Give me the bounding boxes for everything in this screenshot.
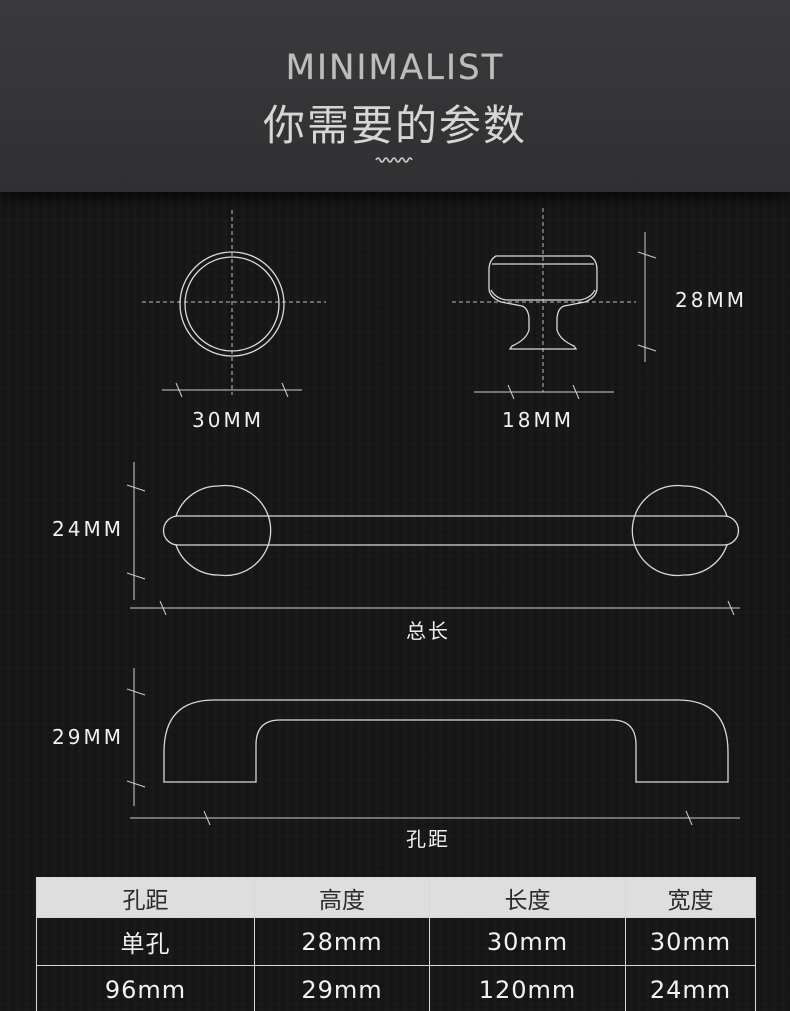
table-row: 96mm 29mm 120mm 24mm: [36, 965, 756, 1011]
total-length-label: 总长: [406, 619, 450, 643]
knob-side-view-drawing: [452, 208, 657, 400]
bar-width-label: 24MM: [52, 517, 124, 541]
table-cell: 24mm: [625, 965, 756, 1011]
table-cell: 30mm: [625, 917, 756, 966]
knob-height-label: 28MM: [675, 288, 747, 312]
bar-handle-drawing: [126, 462, 740, 616]
u-handle-drawing: [126, 668, 740, 826]
table-cell: 96mm: [36, 965, 255, 1011]
knob-diameter-label: 30MM: [192, 408, 264, 432]
wood-texture-background: [0, 192, 790, 1011]
table-cell: 单孔: [36, 917, 255, 966]
header-height: 高度: [254, 877, 430, 918]
table-cell: 30mm: [429, 917, 626, 966]
knob-top-view-drawing: [142, 210, 326, 398]
table-cell: 28mm: [254, 917, 430, 966]
knob-base-label: 18MM: [502, 408, 574, 432]
title-english: MINIMALIST: [285, 47, 505, 89]
header-width: 宽度: [625, 877, 756, 918]
spec-table: 孔距 高度 长度 宽度 单孔 28mm 30mm 30mm 96mm 29mm …: [36, 877, 756, 1011]
hole-distance-label: 孔距: [406, 827, 450, 851]
table-row: 单孔 28mm 30mm 30mm: [36, 917, 756, 966]
table-cell: 29mm: [254, 965, 430, 1011]
title-chinese: 你需要的参数: [262, 101, 527, 150]
header-banner: MINIMALIST 你需要的参数: [0, 0, 790, 192]
header-length: 长度: [429, 877, 626, 918]
handle-height-label: 29MM: [52, 725, 124, 749]
table-header-row: 孔距 高度 长度 宽度: [36, 877, 756, 918]
header-hole-distance: 孔距: [36, 877, 255, 918]
wave-divider-icon: [375, 157, 413, 163]
table-cell: 120mm: [429, 965, 626, 1011]
